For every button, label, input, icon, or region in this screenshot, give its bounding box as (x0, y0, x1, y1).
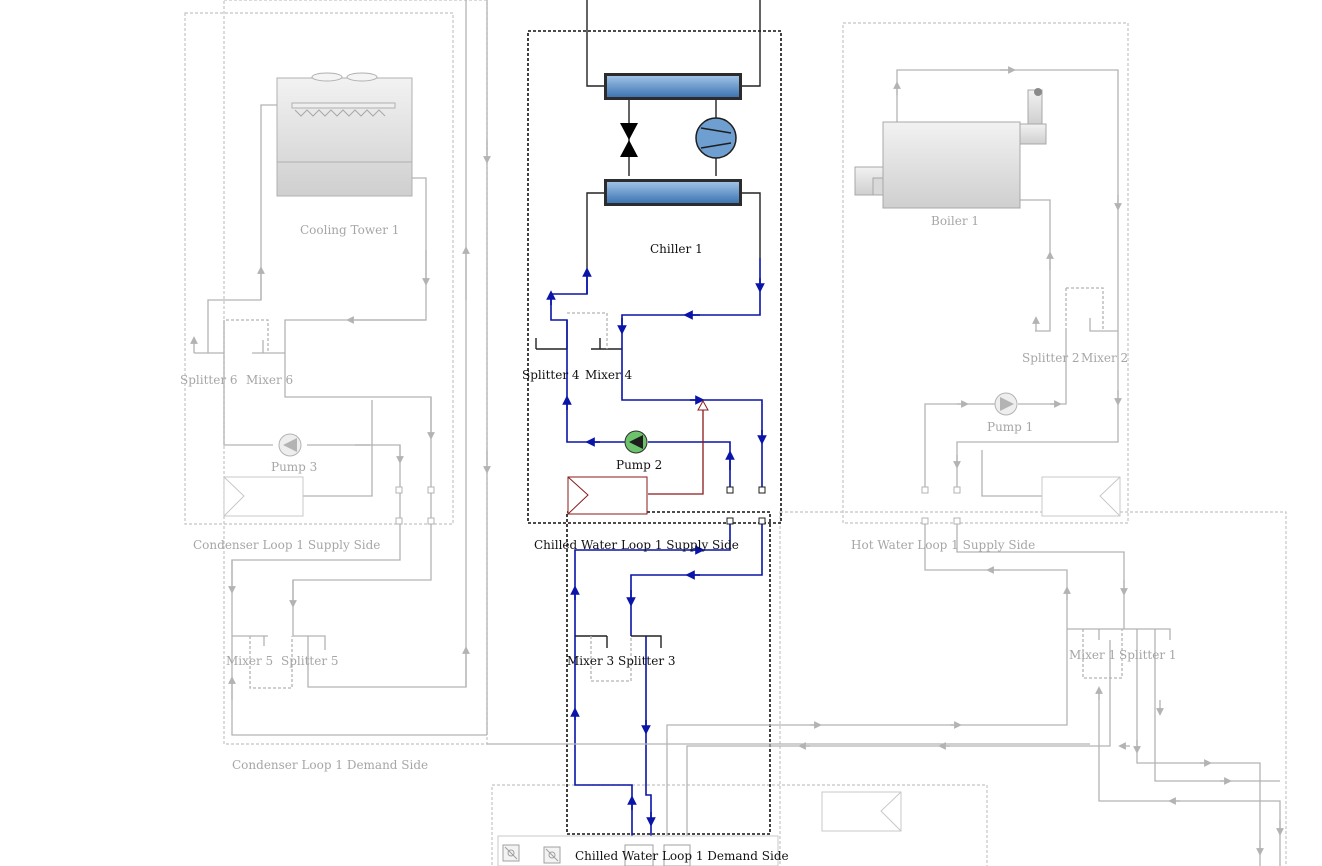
pump1-icon[interactable] (994, 392, 1018, 416)
hotwater-loop-pipes (487, 66, 1284, 866)
setpoint-marker (697, 399, 709, 411)
mixer1-label: Mixer 1 (1069, 648, 1116, 662)
chilled-nodes (726, 486, 766, 525)
mixer3-splitter3-fittings (567, 312, 662, 682)
condenser-nodes (395, 486, 435, 525)
hx-red-pipe (648, 405, 704, 495)
mixer5-label: Mixer 5 (226, 654, 273, 668)
chiller-label: Chiller 1 (650, 242, 703, 256)
splitter6-label: Splitter 6 (180, 373, 238, 387)
chiller-black-pipes (535, 0, 761, 350)
pump2-icon[interactable] (624, 430, 648, 454)
hotwater-nodes (921, 486, 961, 525)
chilled-supply-label: Chilled Water Loop 1 Supply Side (534, 538, 739, 552)
condenser-demand-label: Condenser Loop 1 Demand Side (232, 758, 428, 772)
chilled-blue-pipes (546, 258, 767, 836)
mixer4-label: Mixer 4 (585, 368, 633, 382)
cooling-tower-label: Cooling Tower 1 (300, 223, 399, 237)
mixer3-label: Mixer 3 (567, 654, 614, 668)
splitter1-label: Splitter 1 (1119, 648, 1177, 662)
chiller-icon[interactable] (604, 73, 742, 206)
zone-heat-exchanger-icon[interactable] (821, 791, 902, 832)
condenser-supply-boundary (184, 12, 454, 525)
chilled-demand-label: Chilled Water Loop 1 Demand Side (575, 849, 789, 863)
pump1-label: Pump 1 (987, 420, 1033, 434)
lower-zone-boundary (491, 784, 988, 866)
chilled-demand-boundary[interactable] (566, 511, 771, 835)
hotwater-demand-boundary (779, 511, 1287, 866)
boiler-icon[interactable] (854, 88, 1047, 209)
pump3-icon[interactable] (278, 433, 302, 457)
hotwater-heat-exchanger-icon[interactable] (1041, 476, 1121, 517)
chilled-heat-exchanger-icon[interactable] (567, 476, 648, 515)
splitter2-label: Splitter 2 (1022, 351, 1080, 365)
zone-damper-icons[interactable] (497, 835, 779, 866)
pump2-label: Pump 2 (616, 458, 662, 472)
chilled-supply-boundary[interactable] (527, 30, 782, 524)
hotwater-supply-label: Hot Water Loop 1 Supply Side (851, 538, 1035, 552)
splitter5-label: Splitter 5 (281, 654, 339, 668)
boiler-label: Boiler 1 (931, 214, 979, 228)
pump3-label: Pump 3 (271, 460, 317, 474)
hotwater-supply-boundary (842, 22, 1129, 524)
mixer6-label: Mixer 6 (246, 373, 293, 387)
heat-exchanger-icon[interactable] (223, 476, 304, 517)
expansion-valve-icon (620, 123, 638, 157)
compressor-icon (695, 117, 737, 159)
splitter3-label: Splitter 3 (618, 654, 676, 668)
mixer2-label: Mixer 2 (1081, 351, 1128, 365)
condenser-supply-label: Condenser Loop 1 Supply Side (193, 538, 380, 552)
splitter4-label: Splitter 4 (522, 368, 580, 382)
cooling-tower-icon[interactable] (276, 72, 413, 197)
